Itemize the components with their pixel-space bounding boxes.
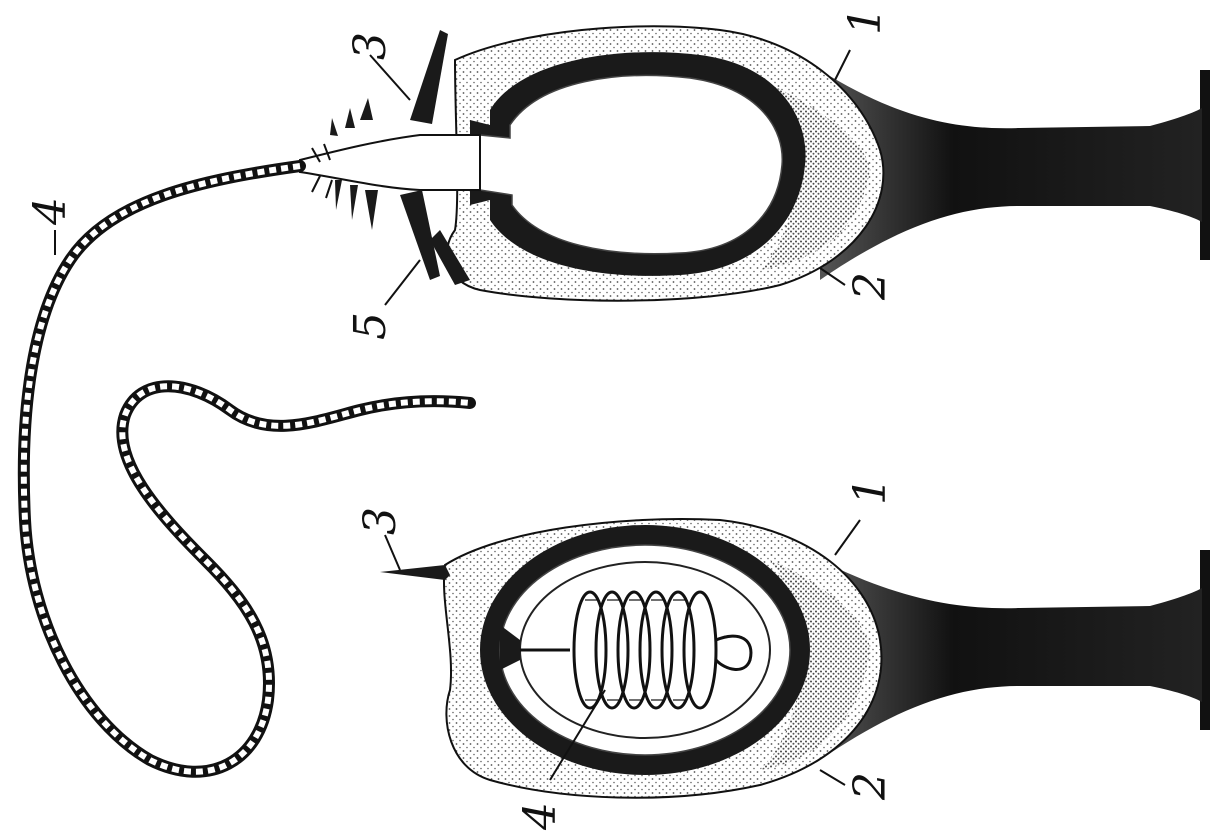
upper-tube-neck xyxy=(300,135,480,190)
label-lower-4: 4 xyxy=(515,802,566,831)
upper-thread-inner xyxy=(24,166,470,772)
upper-thread-outer xyxy=(24,166,470,772)
label-lower-2: 2 xyxy=(845,772,896,801)
leader-upper-5 xyxy=(385,260,420,305)
label-upper-2: 2 xyxy=(845,272,896,301)
leader-lower-3 xyxy=(385,535,400,570)
lower-cell xyxy=(380,519,1210,798)
leader-lower-2 xyxy=(820,770,845,785)
label-upper-3: 3 xyxy=(345,32,396,60)
label-lower-3: 3 xyxy=(355,507,406,535)
label-upper-4: 4 xyxy=(25,197,76,226)
label-lower-1: 1 xyxy=(845,477,896,505)
leader-upper-3 xyxy=(370,55,410,100)
label-upper-5: 5 xyxy=(345,312,396,340)
label-upper-1: 1 xyxy=(840,7,891,35)
leader-upper-1 xyxy=(835,50,850,80)
lower-cnidocil xyxy=(380,565,450,580)
leader-lower-1 xyxy=(835,520,860,555)
